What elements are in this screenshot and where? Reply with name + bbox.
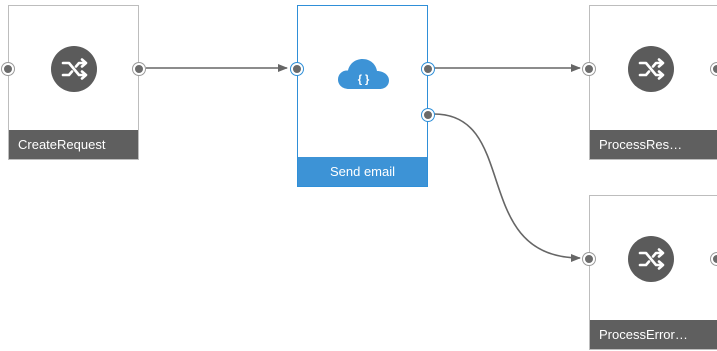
node-processresponse[interactable]: ProcessRes… [583, 5, 717, 160]
cloud-icon: { } [338, 59, 389, 89]
node-processerror[interactable]: ProcessError… [583, 195, 717, 350]
shuffle-icon [628, 236, 674, 282]
output-port[interactable] [133, 63, 145, 75]
node-label: Send email [298, 157, 427, 186]
output-port-success[interactable] [422, 63, 434, 75]
node-label: ProcessError… [590, 320, 717, 349]
input-port[interactable] [583, 63, 595, 75]
shuffle-icon [51, 46, 97, 92]
output-port[interactable] [711, 63, 717, 75]
svg-text:{ }: { } [358, 74, 370, 86]
input-port[interactable] [291, 63, 303, 75]
node-label: CreateRequest [9, 130, 138, 159]
input-port[interactable] [2, 63, 14, 75]
shuffle-icon [628, 46, 674, 92]
node-createrequest[interactable]: CreateRequest [2, 5, 145, 160]
input-port[interactable] [583, 253, 595, 265]
output-port-error[interactable] [422, 109, 434, 121]
output-port[interactable] [711, 253, 717, 265]
node-label: ProcessRes… [590, 130, 717, 159]
node-send-email[interactable]: { } Send email [291, 5, 434, 187]
edge-send-email-to-processerror[interactable] [433, 113, 581, 262]
